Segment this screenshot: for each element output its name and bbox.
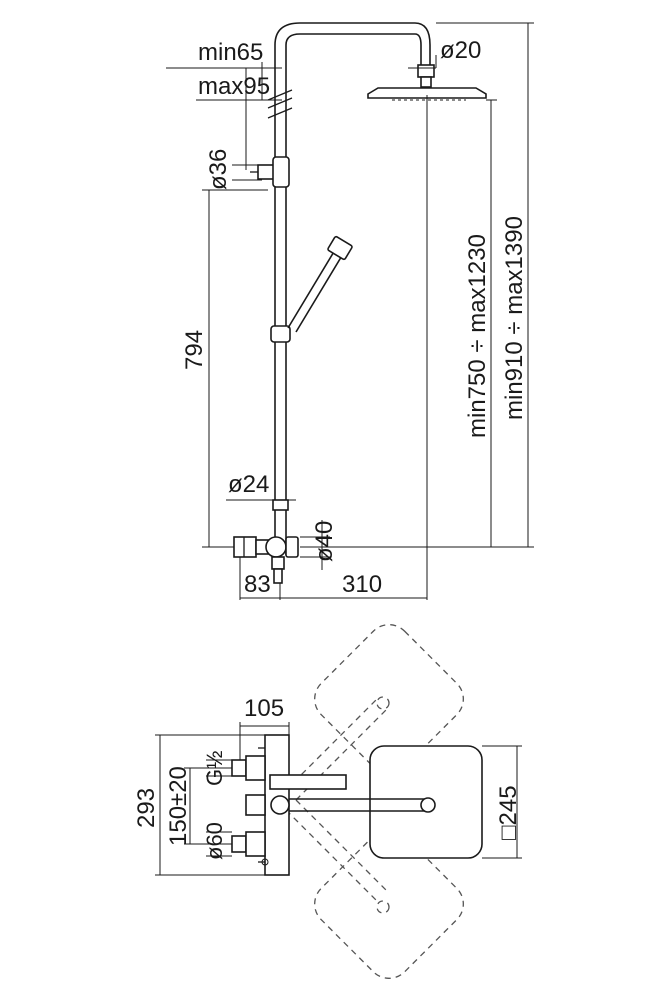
side-view: min65 max95 ø20 ø36 794 ø24 ø40 83 310 m… — [166, 22, 534, 600]
wall-depth-label: 83 — [244, 571, 271, 598]
head-height-label: min750 ÷ max1230 — [464, 234, 491, 438]
side-dimensions — [166, 22, 534, 600]
bar-length-label: 794 — [181, 330, 208, 370]
head-swivel — [420, 76, 432, 88]
valve-diameter-label: ø40 — [311, 521, 338, 562]
min-offset-label: min65 — [198, 39, 263, 66]
hand-shower — [270, 235, 353, 343]
pipe-clamp-lower — [272, 499, 289, 511]
head-connector-diameter-label: ø20 — [440, 37, 481, 64]
top-view: 105 293 G½ 150±20 ø60 □245 — [133, 624, 522, 979]
riser-pipe — [267, 45, 293, 555]
valve-width-label: 105 — [244, 695, 284, 722]
rain-shower-head — [367, 87, 487, 101]
rotation-ghost-lower — [285, 799, 464, 979]
shower-arm — [274, 22, 431, 65]
escutcheon-diameter-label: ø60 — [202, 822, 227, 860]
inlet-thread-label: G½ — [202, 751, 227, 786]
wall-bracket-top — [250, 156, 290, 188]
head-size-label: □245 — [495, 785, 522, 840]
total-height-label: min910 ÷ max1390 — [501, 216, 528, 420]
pipe-diameter-label: ø24 — [228, 471, 269, 498]
top-dimensions — [155, 722, 522, 876]
inlet-spacing-label: 150±20 — [165, 766, 192, 846]
head-connector — [417, 64, 435, 78]
rotation-ghost-upper — [285, 624, 464, 801]
wall-bracket-diameter-label: ø36 — [205, 149, 232, 190]
arm-reach-label: 310 — [342, 571, 382, 598]
max-offset-label: max95 — [198, 73, 270, 100]
total-depth-label: 293 — [133, 788, 160, 828]
thermostatic-valve — [233, 536, 299, 584]
arm-plan — [269, 774, 436, 815]
